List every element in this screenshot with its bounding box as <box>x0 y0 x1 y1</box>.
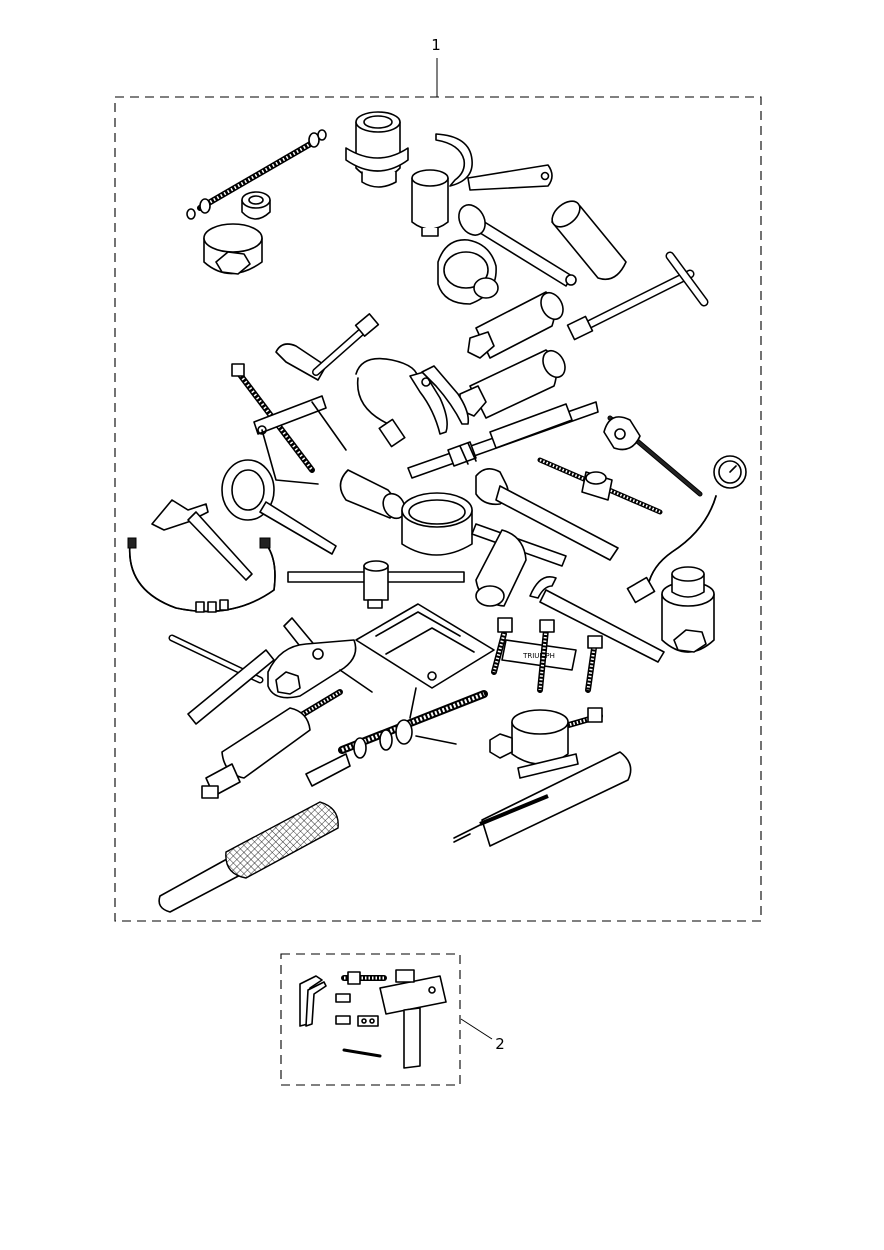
puller-body-upper <box>467 291 564 359</box>
t-handle-driver <box>471 523 567 607</box>
bearing-press <box>489 707 603 779</box>
crankshaft-bar <box>407 401 599 479</box>
timing-bolt-tool <box>537 457 663 515</box>
gauge-adaptor-socket <box>661 566 715 653</box>
compression-gauge <box>626 455 747 604</box>
slide-hammer <box>201 689 343 799</box>
knurled-drift <box>158 801 339 913</box>
callout-1-label: 1 <box>431 36 441 54</box>
c-spanner <box>435 133 553 191</box>
tool-kit-boundary <box>114 96 762 922</box>
bearing-installer <box>305 687 488 787</box>
two-leg-puller <box>231 363 347 485</box>
callout-2[interactable]: 2 <box>460 1018 505 1053</box>
bearing-puller-plate: TRIUMPH <box>501 619 577 693</box>
angled-socket-wrench <box>275 313 380 381</box>
tube-extractor <box>453 751 632 847</box>
alignment-bar <box>458 204 577 287</box>
chain-pin <box>342 1048 382 1058</box>
clutch-holding-tool <box>475 468 619 561</box>
callout-2-leader <box>460 1018 493 1040</box>
t-handle-wrench <box>566 251 709 341</box>
box-spanner <box>267 617 373 699</box>
drift-sleeve <box>551 200 627 281</box>
cylinder-drift <box>339 469 406 520</box>
hex-key-set <box>299 975 327 1027</box>
short-bolt <box>585 635 603 693</box>
chain-breaker-tool <box>341 969 447 1069</box>
callout-2-label: 2 <box>495 1035 505 1053</box>
castle-nut-socket <box>411 169 449 237</box>
threaded-rod-puller <box>186 129 327 220</box>
ring-spanner <box>221 459 337 555</box>
embossed-brand-text: TRIUMPH <box>522 652 555 660</box>
long-bolt <box>491 617 513 675</box>
puller-body-lower <box>459 349 566 419</box>
cam-lock-bracket <box>151 499 253 581</box>
valve-spring-tool <box>603 415 703 497</box>
castellated-socket <box>345 111 409 188</box>
braided-hose <box>127 537 276 613</box>
t-handle-extractor <box>168 634 275 725</box>
t-bar-socket <box>287 560 465 609</box>
chain-link-plates <box>335 993 379 1027</box>
chain-tool-kit-boundary <box>280 953 461 1086</box>
small-cup-adaptor <box>241 191 271 220</box>
callout-1[interactable]: 1 <box>431 36 441 97</box>
hook-wrench <box>529 576 665 663</box>
test-lead <box>355 357 419 448</box>
stepped-drift <box>437 239 499 305</box>
base-plate <box>355 603 495 689</box>
hose-clamp-pliers <box>409 365 470 435</box>
piston-ring-sleeve <box>401 492 473 556</box>
large-hex-socket <box>203 223 263 275</box>
